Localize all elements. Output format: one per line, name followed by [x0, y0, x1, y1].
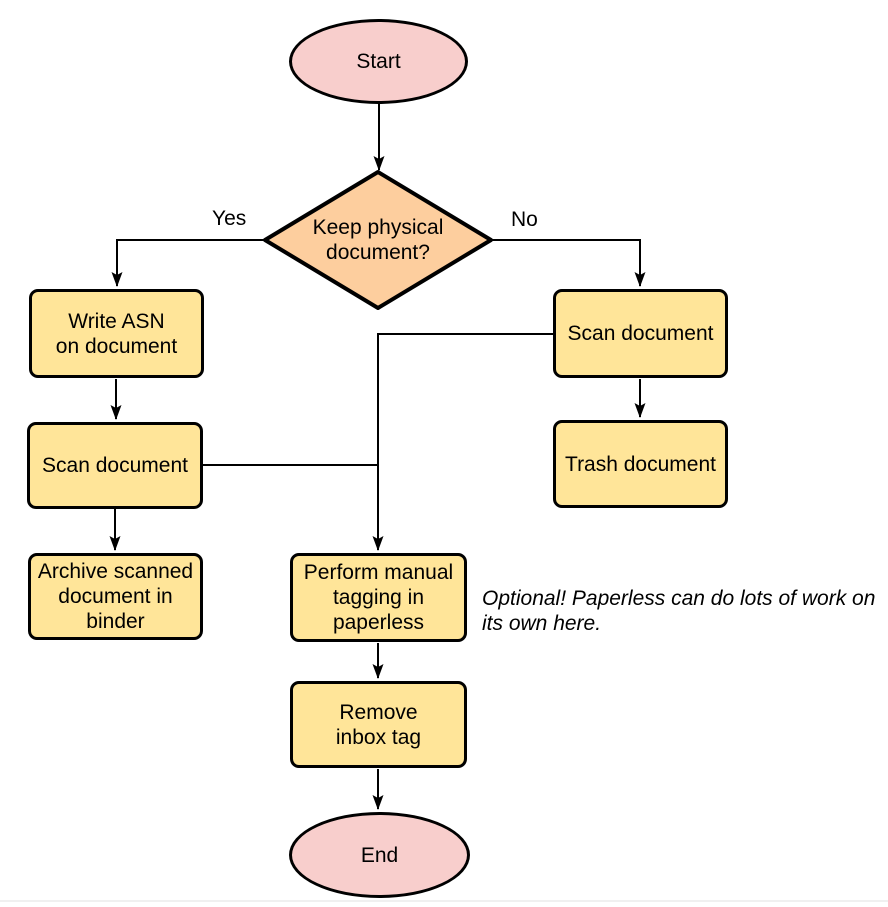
optional-note: Optional! Paperless can do lots of work …	[482, 587, 876, 635]
edge-label-yes: Yes	[212, 207, 247, 230]
node-remove-inbox: Remove inbox tag	[290, 681, 467, 768]
edge-decision-scan-right	[491, 239, 646, 287]
node-archive: Archive scanned document in binder	[28, 553, 203, 640]
node-trash: Trash document	[553, 420, 728, 508]
node-end: End	[289, 812, 470, 898]
edge-label-no: No	[511, 208, 538, 231]
node-scan-left: Scan document	[27, 422, 203, 509]
node-write-asn: Write ASN on document	[29, 289, 204, 378]
node-start: Start	[289, 19, 468, 104]
decision-diamond-shape	[263, 170, 493, 310]
node-decision-label: Keep physical document?	[312, 216, 444, 264]
edge-scan-right-tagging	[372, 333, 553, 551]
page-divider	[0, 900, 888, 902]
node-scan-right: Scan document	[553, 289, 728, 378]
edge-decision-write-asn	[111, 239, 265, 287]
node-tagging: Perform manual tagging in paperless	[290, 553, 467, 642]
